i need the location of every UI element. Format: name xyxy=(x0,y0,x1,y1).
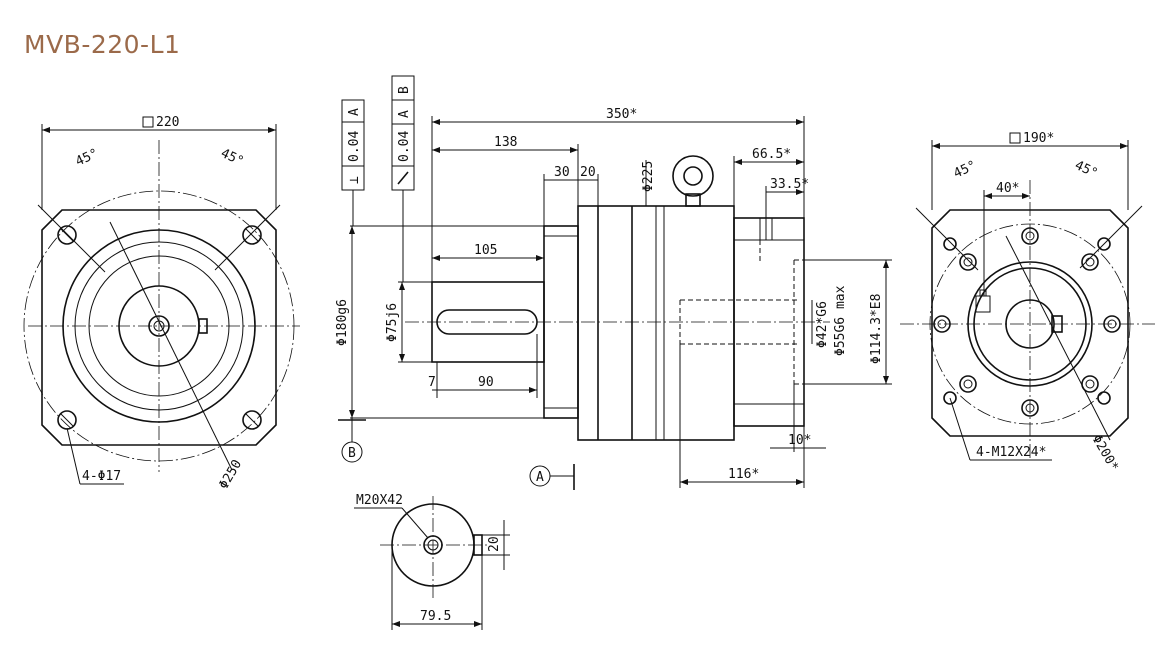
angle-right: 45° xyxy=(1072,158,1100,182)
angle-right: 45° xyxy=(218,146,246,170)
small-bolt-hole xyxy=(933,315,951,333)
depth-116: 116* xyxy=(728,467,759,482)
svg-text:⊥: ⊥ xyxy=(347,176,362,184)
shaft-section-length: 138 xyxy=(494,135,517,150)
shaft-end-view: M20X42 20 79.5 xyxy=(354,493,510,630)
svg-text:0.04: 0.04 xyxy=(347,131,362,162)
key-height: 20 xyxy=(487,536,502,552)
tolerance-frame-runout: B A 0.04 xyxy=(391,75,415,282)
pcd-label: Φ200* xyxy=(1089,433,1122,474)
svg-text:A: A xyxy=(347,108,362,116)
small-bolt-hole xyxy=(1103,315,1121,333)
mounting-hole xyxy=(57,225,77,245)
page-title: MVB-220-L1 xyxy=(24,30,181,59)
mounting-hole xyxy=(242,225,262,245)
input-sub-length: 33.5* xyxy=(770,177,809,192)
square-dimension: 220 xyxy=(156,115,179,130)
flange-diameter: Φ114.3*E8 xyxy=(869,294,884,364)
thread-label: M20X42 xyxy=(356,493,403,508)
corner-hole xyxy=(1097,391,1111,405)
input-length: 66.5* xyxy=(752,147,791,162)
square-dimension: 190* xyxy=(1023,131,1054,146)
shaft-diameter: Φ75j6 xyxy=(385,303,400,342)
small-bolt-hole xyxy=(1021,227,1039,245)
svg-text:B: B xyxy=(397,86,412,94)
depth-10: 10* xyxy=(788,433,811,448)
overall-length: 350* xyxy=(606,107,637,122)
small-bolt-hole xyxy=(959,253,977,271)
bore-max: Φ55G6 max xyxy=(833,285,848,356)
svg-text:A: A xyxy=(397,110,412,118)
angle-left: 45° xyxy=(951,158,979,182)
small-bolt-hole xyxy=(1021,399,1039,417)
small-bolt-hole xyxy=(1081,253,1099,271)
side-view: 350* 138 30 20 Φ225 66.5* 33.5* 105 xyxy=(335,75,892,490)
flange-30: 30 xyxy=(554,165,570,180)
bore-diameter: Φ42*G6 xyxy=(815,301,830,348)
hole-label: 4-Φ17 xyxy=(82,469,121,484)
flange-20: 20 xyxy=(580,165,596,180)
mounting-hole xyxy=(57,410,77,430)
small-bolt-hole xyxy=(959,375,977,393)
right-input-view: 190* 45° 45° 40* 4-M12X24* Φ200* xyxy=(900,131,1155,474)
pilot-diameter: Φ180g6 xyxy=(335,299,350,346)
corner-hole xyxy=(943,391,957,405)
corner-hole xyxy=(943,237,957,251)
tolerance-frame-perpendicularity: A 0.04 ⊥ xyxy=(341,99,365,226)
offset-dimension: 40* xyxy=(996,181,1019,196)
svg-text:0.04: 0.04 xyxy=(397,131,412,162)
key-offset: 7 xyxy=(428,375,436,390)
housing-diameter: Φ225 xyxy=(641,161,656,192)
key-length-90: 90 xyxy=(478,375,494,390)
pcd-label: Φ250 xyxy=(216,457,245,492)
datum-b: B xyxy=(348,446,356,461)
left-front-view: 220 45° 45° Φ250 4-Φ17 xyxy=(23,115,300,492)
mounting-hole xyxy=(242,410,262,430)
key-length: 105 xyxy=(474,243,497,258)
corner-hole xyxy=(1097,237,1111,251)
thread-label: 4-M12X24* xyxy=(976,445,1046,460)
datum-a: A xyxy=(536,470,544,485)
angle-left: 45° xyxy=(73,146,101,170)
shaft-height: 79.5 xyxy=(420,609,451,624)
